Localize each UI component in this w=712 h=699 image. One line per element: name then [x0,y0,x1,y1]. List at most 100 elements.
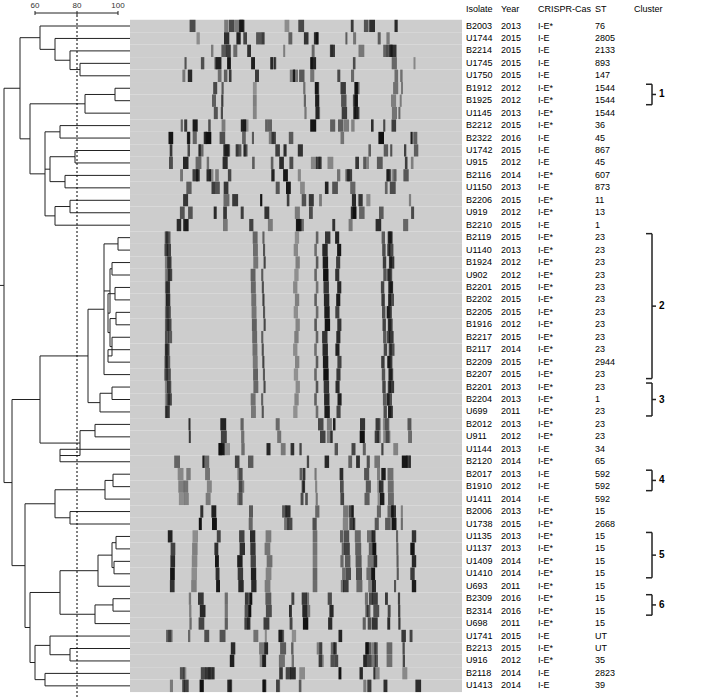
gel-band [398,617,400,629]
gel-band [223,144,229,156]
year-cell: 2015 [501,369,521,380]
gel-band [184,493,188,505]
gel-band [403,169,408,181]
gel-lane [130,157,462,169]
gel-band [394,580,396,592]
gel-band [278,630,284,642]
gel-band [373,555,377,567]
gel-band [253,356,258,368]
gel-band [184,480,188,492]
gel-band [265,580,271,592]
gel-band [313,555,318,567]
crispr-cell: I-E [538,33,550,44]
gel-band [337,281,341,293]
st-cell: 23 [595,344,605,355]
gel-band [412,580,416,592]
gel-band [234,20,238,32]
isolate-name: B2210 [466,220,492,231]
gel-lane [130,518,462,530]
gel-band [392,169,397,181]
gel-band [411,157,414,169]
gel-band [206,493,211,505]
gel-lane [130,368,462,380]
st-cell: 45 [595,133,605,144]
gel-band [388,319,391,331]
isolate-name: B1924 [466,257,492,268]
gel-band [239,530,244,542]
isolate-name: B2213 [466,643,492,654]
st-cell: 15 [595,581,605,592]
isolate-name: B2205 [466,307,492,318]
gel-band [303,468,306,480]
dendrogram-branch [45,131,60,132]
isolate-name: U1144 [466,444,492,455]
gel-band [294,393,298,405]
dendrogram-branch [98,586,130,587]
crispr-cell: I-E* [538,95,553,106]
gel-band [179,493,185,505]
isolate-name: B2206 [466,195,492,206]
gel-band [310,57,313,69]
year-cell: 2015 [501,45,521,56]
gel-band [244,617,248,629]
gel-band [294,306,298,318]
gel-band [331,655,335,667]
gel-band [384,144,388,156]
dendrogram-branch [115,100,130,101]
gel-band [394,169,397,181]
gel-band [388,356,393,368]
gel-band [351,20,354,32]
year-cell: 2011 [501,618,520,629]
gel-band [283,45,285,57]
crispr-cell: I-E* [538,232,553,243]
gel-band [302,605,307,617]
gel-band [325,182,329,194]
year-cell: 2012 [501,95,521,106]
gel-band [337,70,340,82]
gel-band [253,630,258,642]
gel-band [261,331,263,343]
gel-band [188,207,193,219]
gel-band [252,157,255,169]
gel-band [281,443,286,455]
dendrogram-branch [65,187,130,188]
dendrogram-branch [112,275,130,276]
gel-band [412,530,416,542]
dendrogram-branch [70,212,130,213]
gel-band [264,642,268,654]
dendrogram-branch [80,75,130,76]
gel-band [355,157,359,169]
gel-band [404,144,406,156]
cluster-bracket [646,469,652,471]
gel-band [211,45,213,57]
gel-band [276,182,280,194]
gel-band [248,605,251,617]
gel-band [414,57,416,69]
gel-band [220,132,226,144]
gel-band [192,555,198,567]
gel-lane [130,144,462,156]
st-cell: 1544 [595,83,615,94]
st-cell: 147 [595,70,610,81]
gel-band [391,94,396,106]
gel-band [388,605,391,617]
st-cell: 1 [595,394,600,405]
gel-band [367,157,369,169]
dendrogram-branch [98,555,112,556]
gel-band [330,45,335,57]
gel-band [290,667,296,679]
year-cell: 2013 [501,444,521,455]
gel-band [220,418,226,430]
gel-band [401,630,406,642]
gel-band [251,406,256,418]
gel-band [169,157,173,169]
dendrogram-branch [113,474,130,475]
year-cell: 2013 [501,469,521,480]
dendrogram-branch [45,215,55,216]
gel-band [323,368,328,380]
gel-band [366,480,371,492]
gel-band [336,294,340,306]
gel-band [400,70,402,82]
isolate-name: B2207 [466,369,492,380]
gel-band [214,107,218,119]
